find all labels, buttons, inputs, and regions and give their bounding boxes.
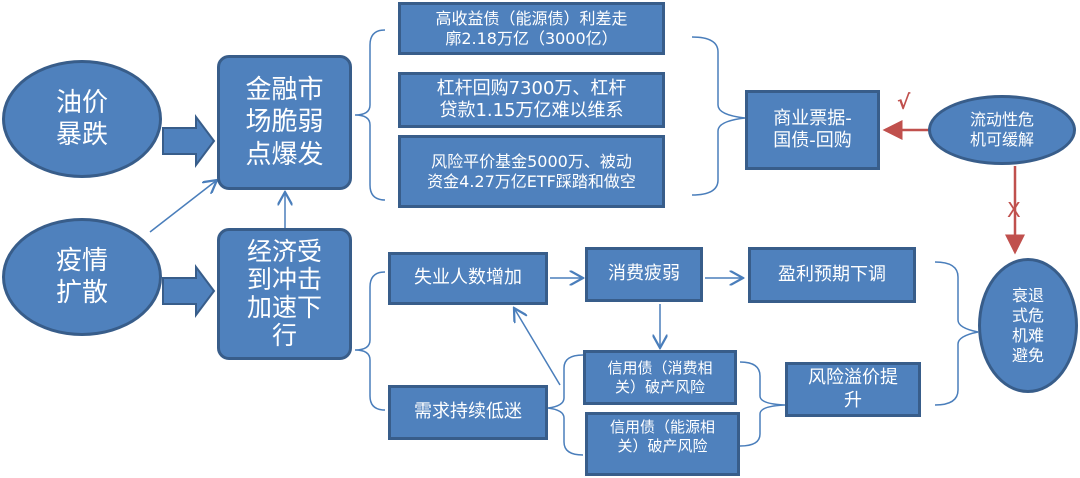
brace-financial [354,29,386,201]
node-recession: 衰退 式危 机难 避免 [978,258,1078,393]
brace-liquidity [691,36,746,196]
node-risk-premium: 风险溢价提 升 [785,362,921,417]
node-financial-fragility: 金融市 场脆弱 点爆发 [217,55,352,190]
node-credit-energy: 信用债（能源相 关）破产风险 [585,412,740,476]
node-leverage: 杠杆回购7300万、杠杆 贷款1.15万亿难以维系 [398,72,665,128]
node-weak-demand: 需求持续低迷 [388,385,548,440]
node-unemployment: 失业人数增加 [388,252,548,305]
check-mark: √ [897,90,911,114]
block-arrow-epidemic [162,264,216,318]
brace-recession [934,261,979,406]
cross-mark: X [1007,198,1021,222]
node-commercial-paper: 商业票据- 国债-回购 [745,90,880,170]
brace-credit [547,354,584,456]
node-risk-parity: 风险平价基金5000万、被动 资金4.27万亿ETF踩踏和做空 [398,135,665,208]
brace-risk-premium [739,361,786,447]
arrow-epidemic-financial [149,180,217,233]
node-oil-price-crash: 油价 暴跌 [2,60,162,178]
block-arrow-oil [162,114,216,168]
node-credit-consumer: 信用债（消费相 关）破产风险 [583,350,737,405]
node-liquidity-crisis: 流动性危 机可缓解 [928,95,1076,165]
node-earnings-downgrade: 盈利预期下调 [748,247,916,303]
node-epidemic-spread: 疫情 扩散 [2,218,162,336]
node-economy-shock: 经济受 到冲击 加速下 行 [217,228,352,360]
node-high-yield-spread: 高收益债（能源债）利差走 廓2.18万亿（3000亿） [398,2,665,55]
node-weak-consumption: 消费疲弱 [585,247,703,302]
brace-economy [354,271,386,411]
arrow-demand-unemp [514,308,561,386]
